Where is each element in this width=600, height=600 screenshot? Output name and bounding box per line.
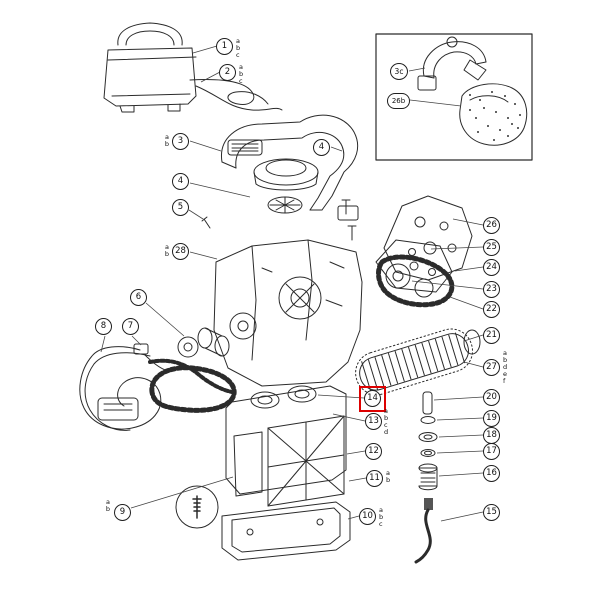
callout-10[interactable]: 10	[359, 508, 376, 525]
callout-2-letters: a b c	[239, 63, 244, 85]
callout-10-letters: a b c	[379, 506, 384, 528]
small-parts-column	[414, 391, 438, 564]
callout-4a[interactable]: 4	[313, 139, 330, 156]
callout-14[interactable]: 14	[364, 390, 381, 407]
callout-22[interactable]: 22	[483, 301, 500, 318]
callout-7[interactable]: 7	[122, 318, 139, 335]
screws	[201, 199, 359, 241]
pump-body	[177, 239, 363, 387]
callout-24[interactable]: 24	[483, 259, 500, 276]
main-handle	[221, 114, 359, 211]
screw-detail-inset	[175, 485, 219, 529]
base-plate	[221, 501, 351, 561]
inset-texture-dots	[469, 91, 521, 141]
callout-3-letters: a b	[164, 133, 169, 148]
callout-26b[interactable]: 26b	[387, 93, 410, 109]
callout-1[interactable]: 1	[216, 38, 233, 55]
inset-detail-box	[375, 33, 533, 161]
callout-28-letters: a b	[164, 243, 169, 258]
callout-3[interactable]: 3	[172, 133, 189, 150]
callout-12[interactable]: 12	[365, 443, 382, 460]
roller-brush	[355, 328, 481, 396]
callout-9[interactable]: 9	[114, 504, 131, 521]
callout-9-letters: a b	[105, 498, 110, 513]
callout-18[interactable]: 18	[483, 427, 500, 444]
callout-2[interactable]: 2	[219, 64, 236, 81]
callout-21[interactable]: 21	[483, 327, 500, 344]
filter-housing	[225, 385, 347, 497]
selected-callout-highlight	[359, 386, 386, 412]
callout-3c[interactable]: 3c	[390, 63, 408, 80]
callout-6[interactable]: 6	[130, 289, 147, 306]
callout-13-letters: a b c d	[384, 407, 389, 436]
drive-track-right	[376, 254, 455, 308]
side-plates	[375, 195, 473, 293]
callout-25[interactable]: 25	[483, 239, 500, 256]
callout-15[interactable]: 15	[483, 504, 500, 521]
callout-11-letters: a b	[386, 469, 391, 484]
callout-16[interactable]: 16	[483, 465, 500, 482]
drive-track-left	[149, 365, 237, 413]
callout-19[interactable]: 19	[483, 410, 500, 427]
power-cord-assembly	[79, 343, 234, 431]
filter-screen	[267, 415, 345, 507]
callout-5[interactable]: 5	[172, 199, 189, 216]
callout-1-letters: a b c	[236, 37, 241, 59]
callout-20[interactable]: 20	[483, 389, 500, 406]
float-handle-assembly	[103, 22, 283, 113]
callout-8[interactable]: 8	[95, 318, 112, 335]
callout-17[interactable]: 17	[483, 443, 500, 460]
leader-lines	[100, 45, 484, 522]
callout-27-letters: a b d e f	[503, 349, 508, 385]
callout-26[interactable]: 26	[483, 217, 500, 234]
callout-13[interactable]: 13	[365, 413, 382, 430]
callout-28[interactable]: 28	[172, 243, 189, 260]
impeller-assembly	[253, 158, 319, 214]
callout-11[interactable]: 11	[366, 470, 383, 487]
callout-4b[interactable]: 4	[172, 173, 189, 190]
callout-23[interactable]: 23	[483, 281, 500, 298]
callout-27[interactable]: 27	[483, 359, 500, 376]
